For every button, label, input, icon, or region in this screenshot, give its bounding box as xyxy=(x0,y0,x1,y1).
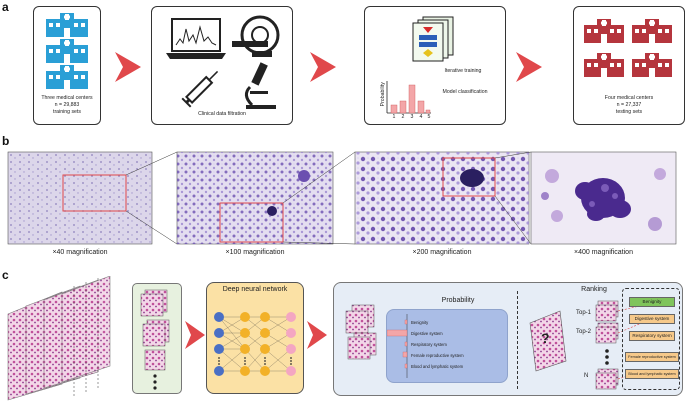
train-line2: n = 29,883 xyxy=(54,102,80,108)
results-panel: Probability Benignity Digestive system R… xyxy=(333,282,683,396)
probability-card: Benignity Digestive system Respiratory s… xyxy=(386,309,508,383)
testing-centers-box: Four medical centers n = 27,337 testing … xyxy=(573,6,685,125)
prob-row-benignity: Benignity xyxy=(411,320,429,325)
prob-bar-2 xyxy=(399,100,407,114)
tick-1: 1 xyxy=(392,114,396,120)
model-classification-label: Model classification xyxy=(442,89,488,95)
tick-4: 4 xyxy=(419,114,423,120)
slide-stack xyxy=(7,276,111,401)
mag-label-400x: ×400 magnification xyxy=(574,249,633,256)
prob-bar-5 xyxy=(425,109,431,114)
chevron-arrow-icon xyxy=(516,52,542,82)
prob-bar-digestive xyxy=(387,329,408,337)
topn-label: N xyxy=(584,373,589,379)
ranking-title: Ranking xyxy=(581,286,607,293)
laptop-icon xyxy=(166,18,226,59)
hospital-icons-test xyxy=(584,19,672,77)
prob-bar-female xyxy=(402,351,408,358)
prob-bar-chart: Probability 1 2 3 4 5 xyxy=(380,81,433,121)
iterative-training-label: Iterative training xyxy=(444,68,482,74)
rank-box-blood: Blood and lymphatic system xyxy=(625,369,679,379)
hospital-icons-train xyxy=(46,13,88,89)
model-box: Iterative training Model classification … xyxy=(364,6,506,125)
train-line3: training sets xyxy=(53,109,81,115)
prob-bar-respiratory xyxy=(404,341,408,347)
tick-5: 5 xyxy=(427,114,431,120)
rank-box-digestive: Digestive system xyxy=(629,314,675,324)
probability-bars xyxy=(387,314,408,378)
zoom-box-100x xyxy=(219,202,284,243)
ranked-tiles xyxy=(595,300,619,390)
top1-label: Top-1 xyxy=(576,310,592,316)
prob-bar-4 xyxy=(417,100,425,114)
probability-title: Probability xyxy=(441,297,475,304)
chevron-arrow-icon xyxy=(115,52,141,82)
prob-row-female: Female reproductive system xyxy=(411,353,464,358)
tiles-panel xyxy=(132,283,182,394)
filtration-label: Clinical data filtration xyxy=(198,111,246,117)
test-line3: testing sets xyxy=(615,109,643,115)
prob-bar-3 xyxy=(408,84,416,114)
chevron-arrow-icon xyxy=(185,321,205,349)
syringe-icon xyxy=(181,70,219,108)
divider-dashed xyxy=(517,291,518,389)
top2-label: Top-2 xyxy=(576,329,592,335)
prob-bar-benignity xyxy=(404,319,408,325)
input-tiles xyxy=(345,304,377,360)
rank-box-benignity: Benignity xyxy=(629,297,675,307)
filtration-box: Clinical data filtration xyxy=(151,6,293,125)
chevron-arrow-icon xyxy=(310,52,336,82)
network-diagram xyxy=(214,312,296,376)
panel-c-letter: c xyxy=(2,268,9,282)
rank-box-female: Female reproductive system xyxy=(625,352,679,362)
question-mark: ? xyxy=(541,330,550,346)
prob-row-blood: Blood and lymphatic system xyxy=(411,364,464,369)
micrograph-strip xyxy=(7,151,677,245)
prob-row-digestive: Digestive system xyxy=(411,331,443,336)
chevron-arrow-icon xyxy=(307,321,327,349)
zoom-box-200x xyxy=(442,157,496,197)
mag-label-40x: ×40 magnification xyxy=(52,249,108,256)
prob-row-respiratory: Respiratory system xyxy=(411,342,447,347)
train-line1: Three medical centers xyxy=(41,95,93,101)
microscope-icon xyxy=(245,62,276,109)
training-centers-box: Three medical centers n = 29,883 trainin… xyxy=(33,6,101,125)
tick-2: 2 xyxy=(401,114,405,120)
mri-scanner-icon xyxy=(232,15,280,57)
prob-bar-blood xyxy=(404,363,408,369)
panel-b-letter: b xyxy=(2,134,10,148)
panel-a-letter: a xyxy=(2,0,9,14)
zoom-box-40x xyxy=(62,174,127,212)
ranking-list: Benignity Digestive system Respiratory s… xyxy=(622,288,680,390)
prob-bar-1 xyxy=(390,104,398,114)
tick-3: 3 xyxy=(410,114,414,120)
dnn-box: Deep neural network xyxy=(206,282,304,394)
test-line2: n = 27,337 xyxy=(616,102,642,108)
query-tile xyxy=(529,310,567,372)
model-stack-icon xyxy=(412,16,454,62)
rank-box-respiratory: Respiratory system xyxy=(629,331,675,341)
test-line1: Four medical centers xyxy=(604,95,654,101)
dnn-title: Deep neural network xyxy=(222,286,288,293)
mag-label-200x: ×200 magnification xyxy=(412,249,472,256)
prob-bars xyxy=(386,81,431,114)
mag-label-100x: ×100 magnification xyxy=(225,249,285,256)
tile-stack xyxy=(140,289,170,390)
